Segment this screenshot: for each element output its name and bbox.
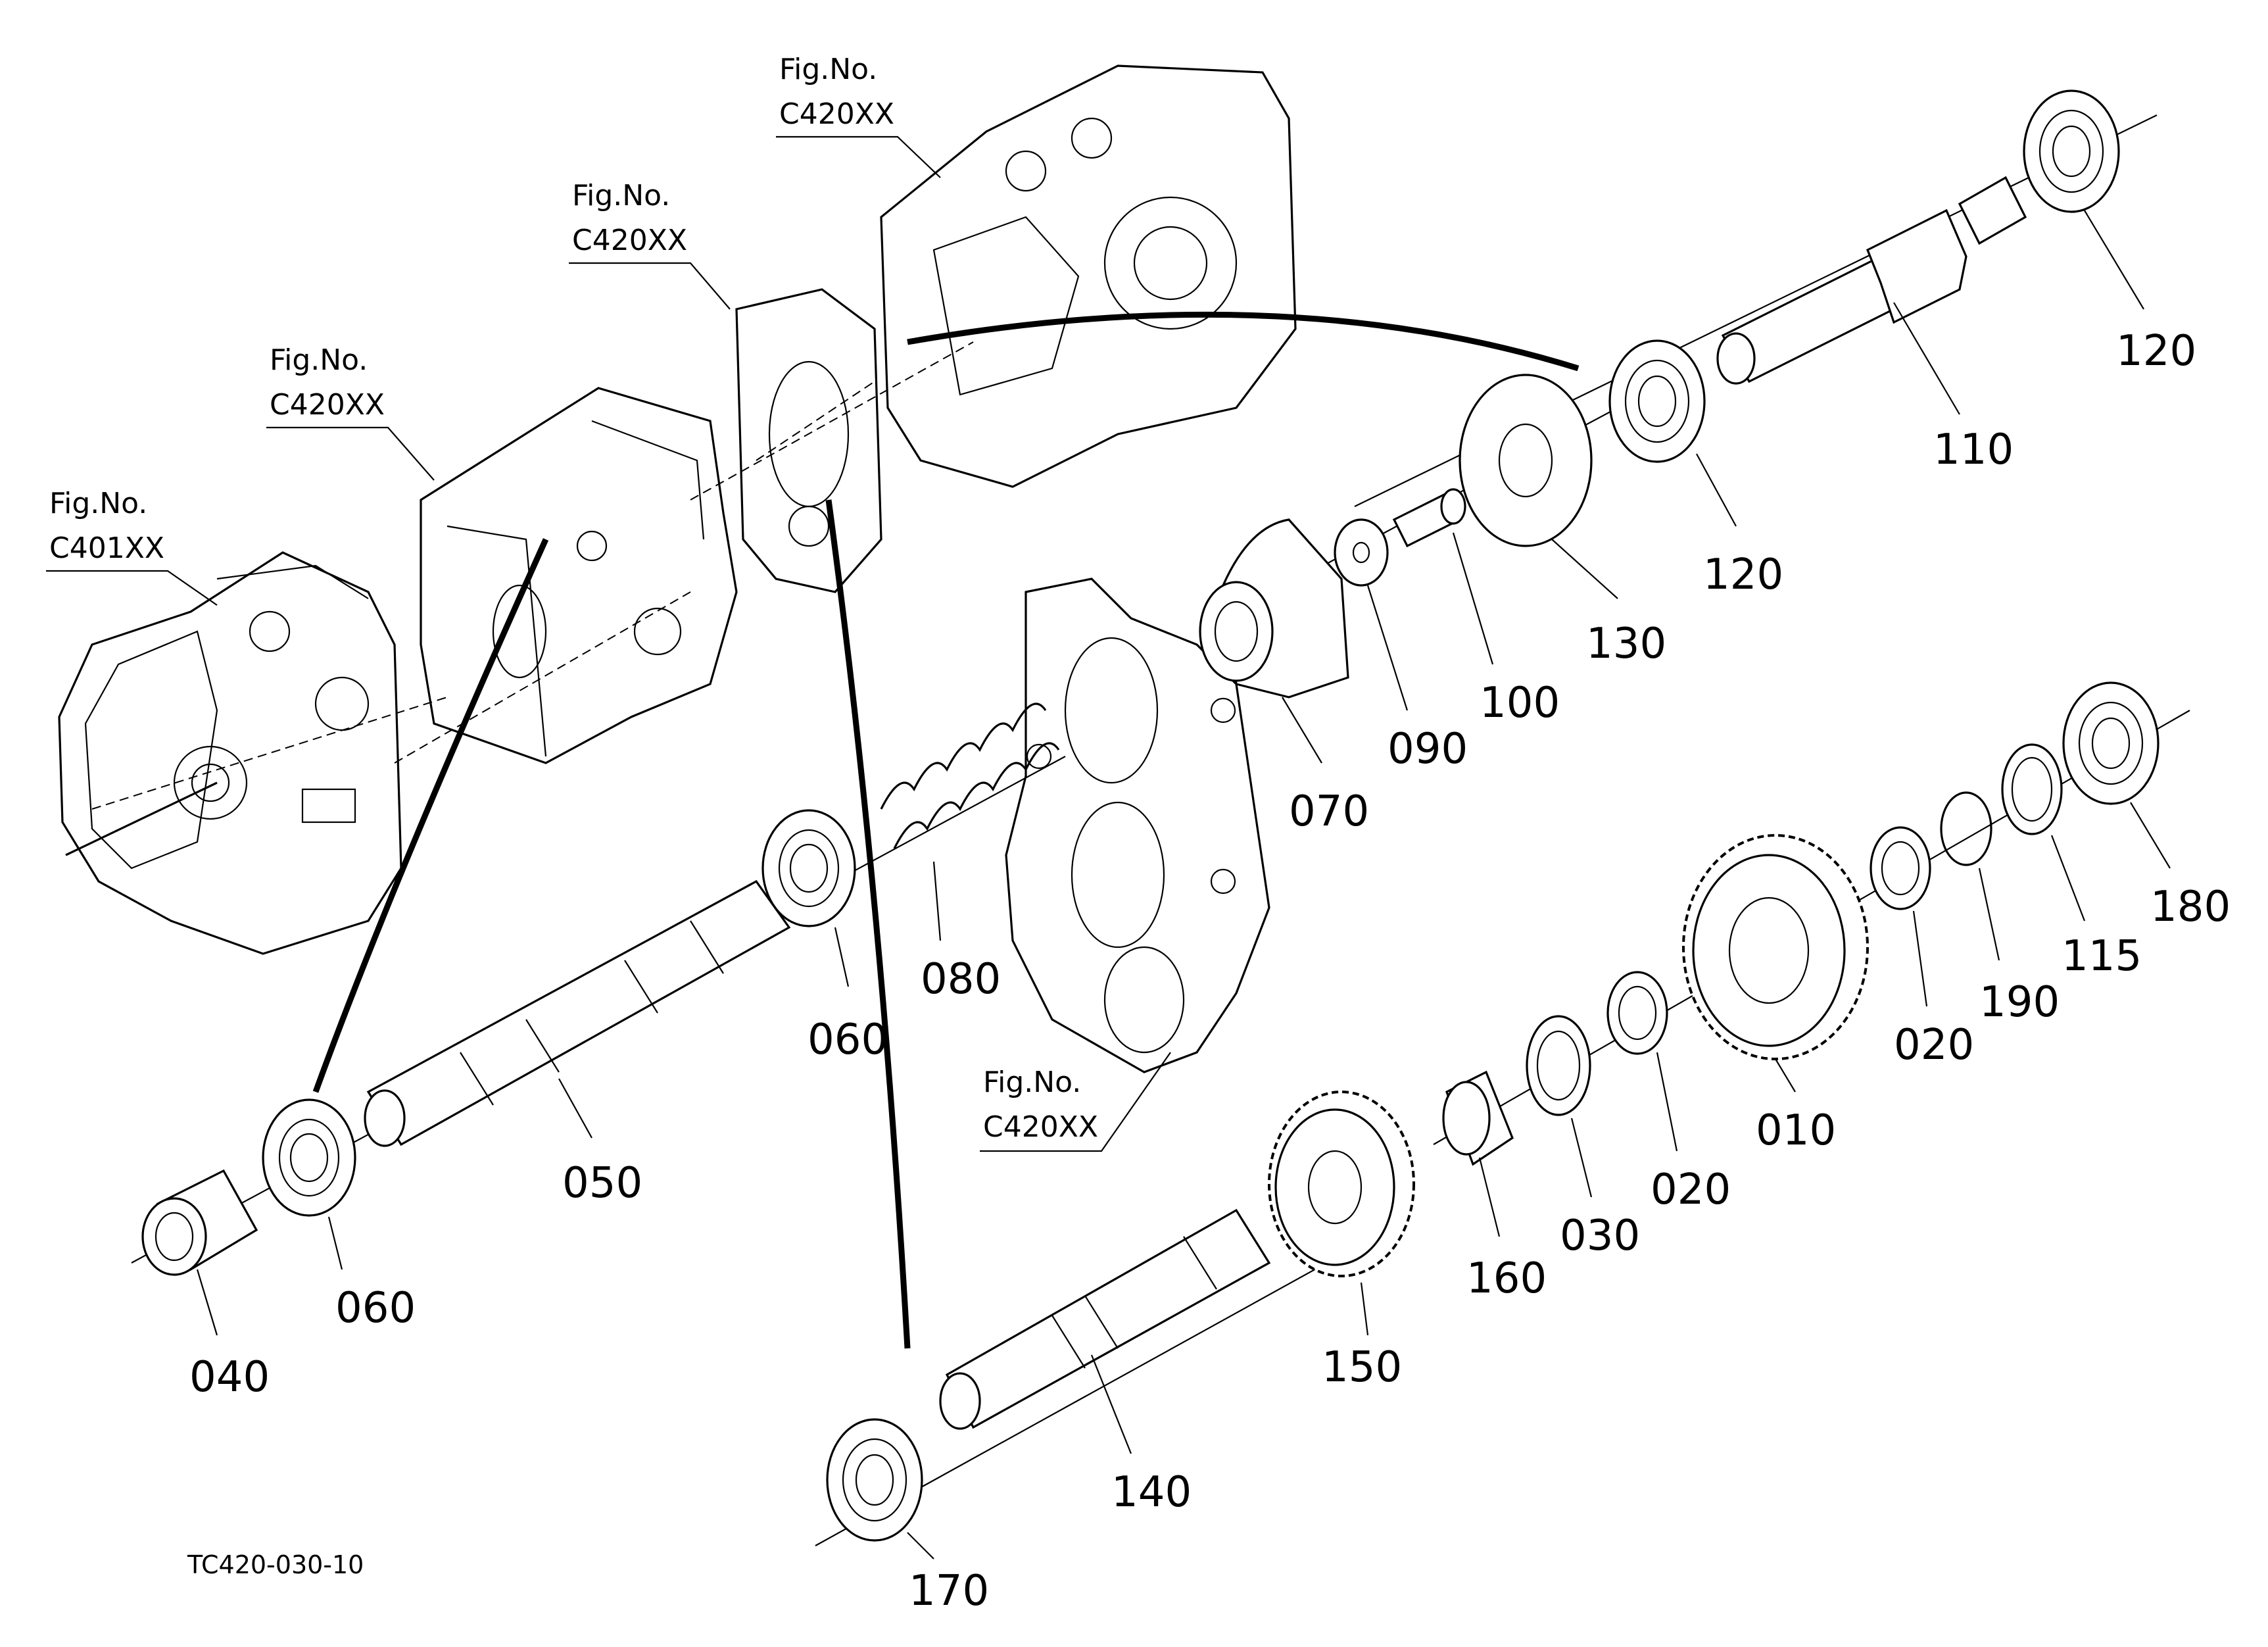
label-part: 090 [1387,725,1468,774]
svg-text:C420XX: C420XX [983,1110,1098,1144]
part-020-bearing-upper [1870,826,1931,910]
label-part: 140 [1111,1468,1192,1517]
part-120-bearing-lower [1608,339,1706,463]
part-170-bearing [826,1418,923,1542]
label-part: 040 [189,1353,270,1402]
part-040-bushing [141,1169,258,1276]
drawing-code: TC420-030-10 [187,1550,364,1579]
label-part: 150 [1322,1343,1402,1392]
svg-text:Fig.No.: Fig.No. [572,179,670,212]
front-housing-c401 [58,551,448,955]
middle-housing-1-c420 [394,387,738,764]
label-part: 010 [1756,1106,1836,1155]
svg-text:Fig.No.: Fig.No. [270,343,368,377]
svg-text:C420XX: C420XX [779,97,894,131]
arrow-140-to-housing [825,499,911,1349]
svg-text:Fig.No.: Fig.No. [983,1066,1081,1099]
part-130-plate [1459,374,1593,547]
label-part: 030 [1560,1212,1640,1260]
svg-text:C420XX: C420XX [270,388,385,422]
part-150-gear [1268,1091,1415,1277]
part-050-shaft [364,879,791,1147]
svg-text:C420XX: C420XX [572,224,687,257]
middle-housing-2-c420 [735,288,882,593]
part-110-gear-shaft [1716,176,2027,385]
center-plate-c420 [1005,578,1270,1073]
label-part: 120 [1703,551,1783,599]
part-140-shaft [939,1208,1271,1430]
figure-ref-c420-b: Fig.No. C420XX [572,179,687,257]
figure-ref-c420-d: Fig.No. C420XX [983,1066,1098,1144]
part-180-bearing [2062,681,2159,805]
leader-lines [46,135,2171,1560]
arrow-110-to-housing [907,311,1580,372]
label-part: 115 [2062,932,2142,981]
svg-text:Fig.No.: Fig.No. [49,487,147,520]
figure-ref-c420-a: Fig.No. C420XX [270,343,385,422]
part-010-gear [1682,834,1869,1060]
part-115-shim [2001,743,2063,835]
label-part: 180 [2150,883,2231,931]
rear-housing-c420 [690,64,1297,501]
label-part: 130 [1586,620,1666,668]
label-part: 160 [1466,1254,1547,1303]
svg-text:Fig.No.: Fig.No. [779,53,877,86]
label-part: 050 [562,1159,642,1208]
label-part: 070 [1289,787,1369,836]
label-part: 060 [808,1016,888,1064]
label-part: 120 [2116,327,2196,376]
label-part: 060 [335,1284,416,1333]
figure-ref-c420-c: Fig.No. C420XX [779,53,894,131]
arrow-050-to-housing [312,538,549,1093]
part-190-snap-ring [1940,791,1992,866]
label-part: 170 [909,1567,989,1615]
part-060-bearing-lower [262,1098,356,1217]
label-part: 110 [1933,426,2014,474]
label-part: 100 [1480,679,1560,727]
label-part: 020 [1651,1166,1731,1214]
part-120-bearing-upper [2023,89,2120,213]
label-part: 020 [1894,1021,1974,1069]
part-160-collar [1442,1070,1514,1166]
part-070-hub [1199,518,1349,699]
part-090-washer [1334,518,1389,587]
part-080-spring [880,702,1060,849]
part-020-bearing-lower [1606,971,1668,1055]
part-100-bolt [1392,488,1466,548]
label-part: 080 [921,955,1001,1004]
figure-ref-c401-left: Fig.No. C401XX [49,487,164,565]
part-030-washer [1526,1015,1591,1116]
svg-text:C401XX: C401XX [49,531,164,565]
part-060-bearing-upper [761,809,856,927]
label-part: 190 [1979,978,2060,1027]
